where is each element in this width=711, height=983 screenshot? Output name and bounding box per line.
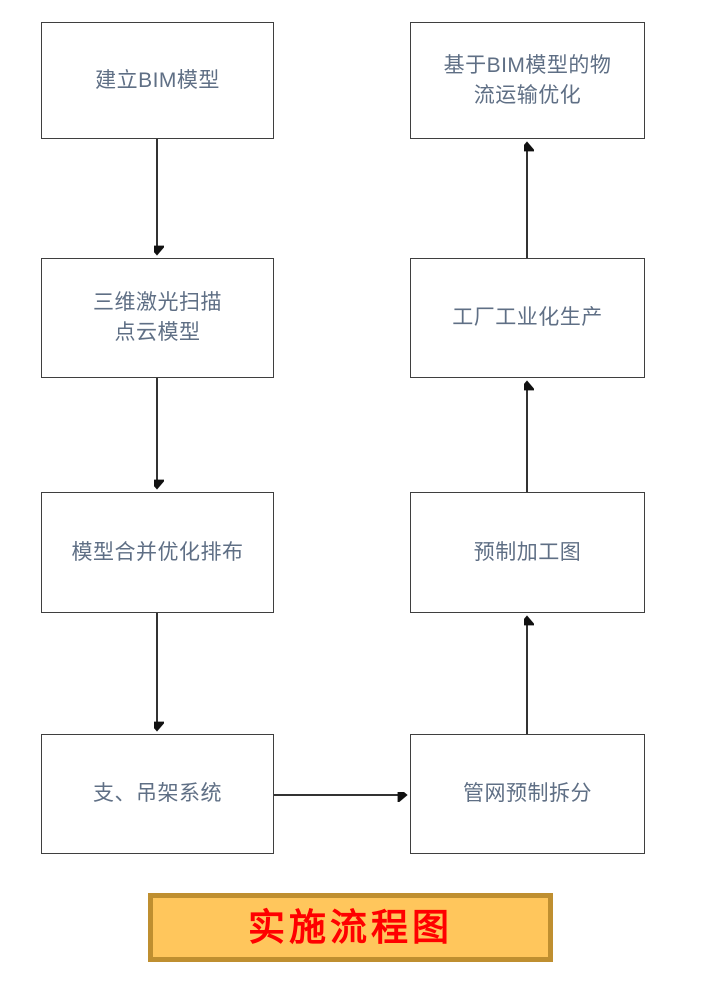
diagram-title-banner: 实施流程图 (148, 893, 553, 962)
node-pipe-network-prefab-split[interactable]: 管网预制拆分 (410, 734, 645, 854)
node-build-bim-model[interactable]: 建立BIM模型 (41, 22, 274, 139)
node-laser-scan-pointcloud[interactable]: 三维激光扫描 点云模型 (41, 258, 274, 378)
node-label: 管网预制拆分 (463, 782, 592, 806)
node-label: 三维激光扫描 点云模型 (93, 291, 222, 344)
node-label: 工厂工业化生产 (452, 306, 603, 330)
node-label: 支、吊架系统 (93, 782, 222, 806)
node-support-hanger-system[interactable]: 支、吊架系统 (41, 734, 274, 854)
node-label: 预制加工图 (473, 540, 582, 564)
node-prefab-fabrication-drawing[interactable]: 预制加工图 (410, 492, 645, 613)
node-label: 建立BIM模型 (95, 68, 220, 92)
node-label: 模型合并优化排布 (71, 540, 244, 564)
diagram-title-text: 实施流程图 (248, 905, 453, 949)
node-factory-industrial-production[interactable]: 工厂工业化生产 (410, 258, 645, 378)
node-label: 基于BIM模型的物 流运输优化 (443, 53, 612, 107)
node-model-merge-optimize[interactable]: 模型合并优化排布 (41, 492, 274, 613)
node-bim-logistics-optimize[interactable]: 基于BIM模型的物 流运输优化 (410, 22, 645, 139)
